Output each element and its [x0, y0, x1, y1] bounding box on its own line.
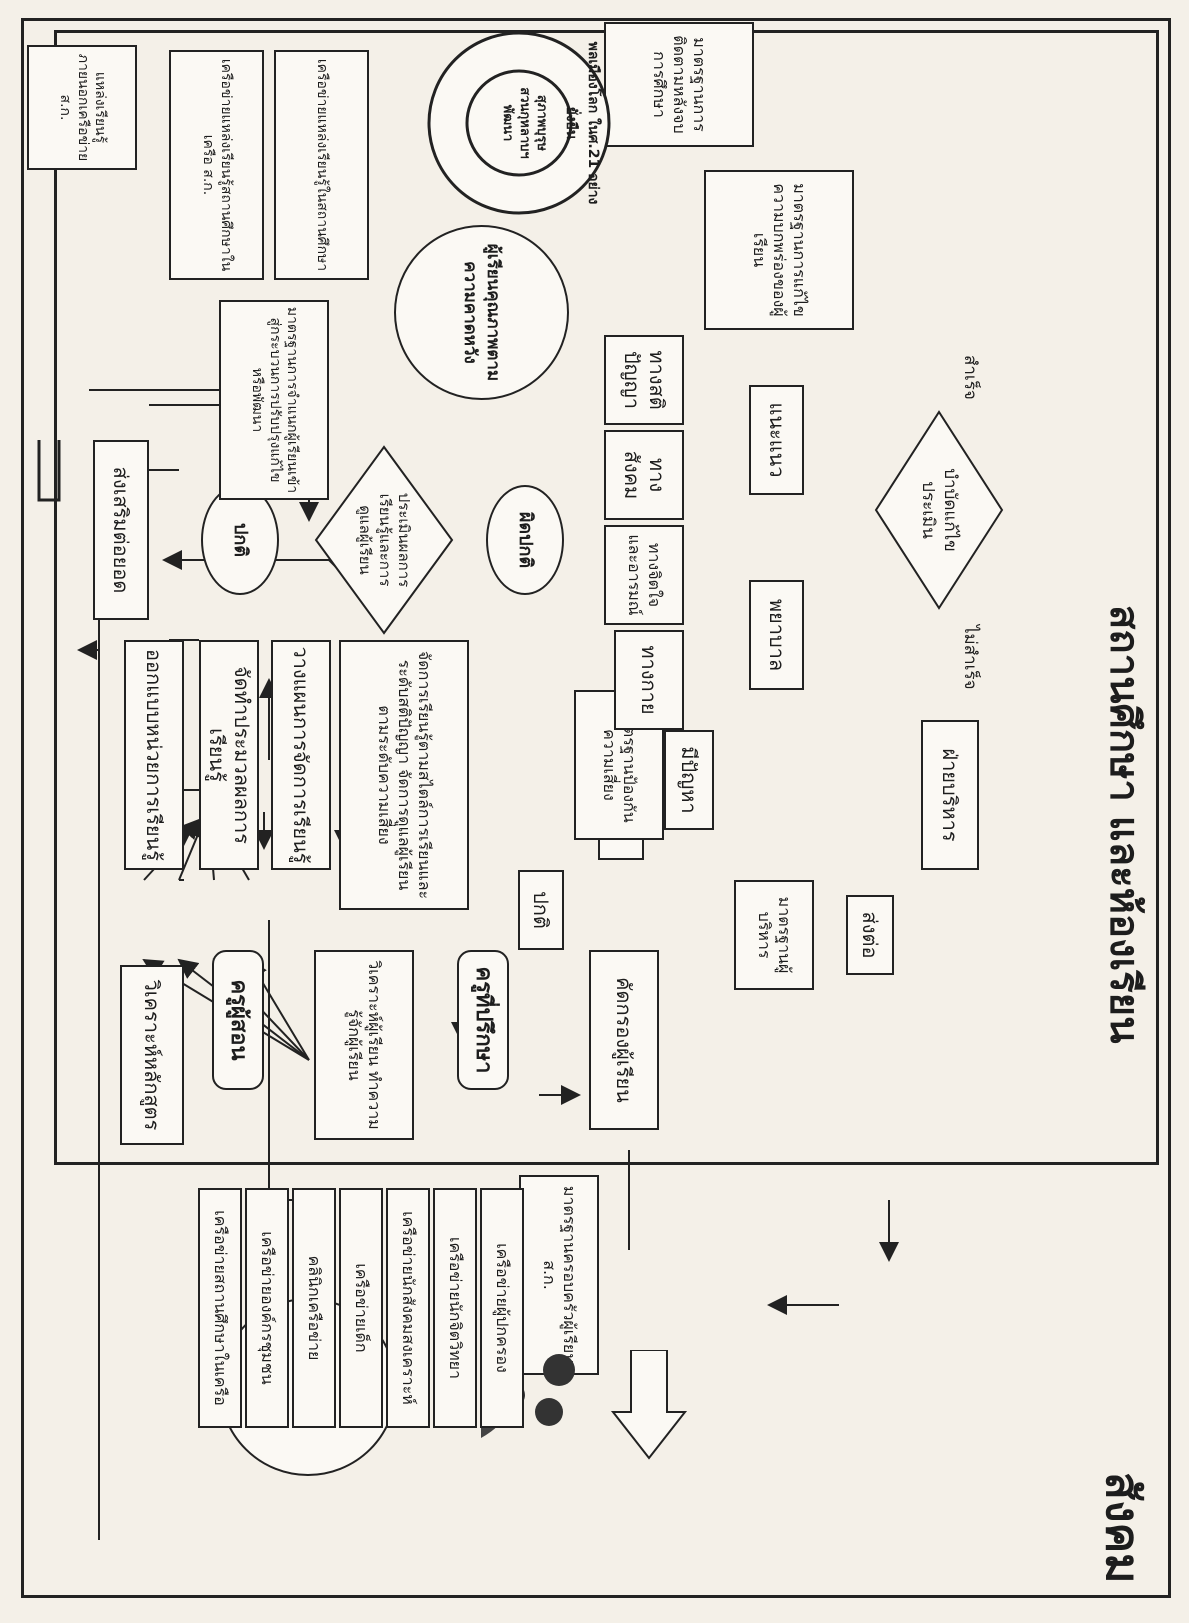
network-children: เครือข่ายเด็ก	[339, 1188, 383, 1428]
correction-standard-box: มาตรฐานการแก้ไขความบกพร่องของผู้เรียน	[704, 170, 854, 330]
quality-outcome-ellipse: ผู้เรียนคุณภาพตามความคาดหวัง	[394, 225, 569, 400]
network-psychologists: เครือข่ายนักจิตวิทยา	[433, 1188, 477, 1428]
network-parents: เครือข่ายผู้ปกครอง	[480, 1188, 524, 1428]
big-arrow-icon	[609, 1349, 689, 1460]
ring-inner-text: สุภาพบุรุษ สวนกุหลาบฯ พัฒนา	[500, 87, 549, 159]
learning-management-box: จัดการเรียนรู้ตามสไตล์การเรียนและระดับสต…	[339, 640, 469, 910]
therapy-diamond-label: บำบัดแก้ไข ประเมิน	[918, 468, 961, 552]
unit-design-box: ออกแบบหน่วยการเรียนรู้	[124, 640, 184, 870]
source-affiliated-box: เครือข่ายแหล่งเรียนรู้สถานศึกษาในเครือ ส…	[169, 50, 264, 280]
network-affiliated-schools: เครือข่ายสถานศึกษาในเครือ	[198, 1188, 242, 1428]
evaluation-normal-ellipse: ปกติ	[201, 485, 279, 595]
area-intellectual-box: ทางสติปัญญา	[604, 335, 684, 425]
placement-standard-box: มาตรฐานการจำแนกผู้เรียนเข้าสู่กระบวนการป…	[219, 300, 329, 500]
goal-ring: พลเมืองโลก ในศ.21 อย่างยั่งยืน สุภาพบุรุ…	[424, 28, 614, 218]
guidance-box: แนะแนว	[749, 385, 804, 495]
fail-label: ไม่สำเร็จ	[960, 625, 980, 690]
evaluation-diamond: ประเมินผลการเรียนรู้และการดูแลผู้เรียน	[314, 445, 454, 635]
curriculum-analysis-box: วิเคราะห์หลักสูตร	[120, 965, 184, 1145]
source-inschool-box: เครือข่ายแหล่งเรียนรู้ในสถานศึกษา	[274, 50, 369, 280]
area-physical-box: ทางกาย	[614, 630, 684, 730]
area-social-box: ทางสังคม	[604, 430, 684, 520]
learning-plan-box: วางแผนการจัดการเรียนรู้	[271, 640, 331, 870]
evaluation-abnormal-ellipse: ผิดปกติ	[486, 485, 564, 595]
ring-outer-text: พลเมืองโลก ในศ.21 อย่างยั่งยืน	[563, 41, 601, 205]
network-clinics: คลินิกเครือข่าย	[292, 1188, 336, 1428]
network-social-workers: เครือข่ายนักสังคมสงเคราะห์	[386, 1188, 430, 1428]
assessment-design-box: จัดทำประมวลผลการเรียนรู้	[199, 640, 259, 870]
nursing-box: พยาบาล	[749, 580, 804, 690]
evaluation-diamond-label: ประเมินผลการเรียนรู้และการดูแลผู้เรียน	[356, 492, 414, 588]
screening-box: คัดกรองผู้เรียน	[589, 950, 659, 1130]
admin-standard-box: มาตรฐานผู้บริหาร	[734, 880, 814, 990]
school-label: สถานศึกษา และห้องเรียน	[1101, 605, 1147, 1044]
society-label: สังคม	[1096, 1472, 1150, 1584]
source-external-box: แหล่งเรียนรู้ภายนอกเครือข่าย ส.ก.	[27, 45, 137, 170]
risk-problem-box: มีปัญหา	[664, 730, 714, 830]
refer-box: ส่งต่อ	[846, 895, 894, 975]
followup-standard-box: มาตรฐานการติดตามหลังจบการศึกษา	[604, 22, 754, 147]
admin-box: ฝ่ายบริหาร	[921, 720, 979, 870]
therapy-diamond: บำบัดแก้ไข ประเมิน	[874, 410, 1004, 610]
promote-box: ส่งเสริมต่อยอด	[93, 440, 149, 620]
teacher-role-box: ครูผู้สอน	[212, 950, 264, 1090]
area-emotional-box: ทางจิตใจและอารมณ์	[604, 525, 684, 625]
success-label: สำเร็จ	[960, 355, 980, 400]
risk-normal-box: ปกติ	[518, 870, 564, 950]
student-analysis-box: วิเคราะห์ผู้เรียน ทำความรู้จักผู้เรียน	[314, 950, 414, 1140]
advisor-role-box: ครูที่ปรึกษา	[457, 950, 509, 1090]
network-community: เครือข่ายองค์กรชุมชน	[245, 1188, 289, 1428]
